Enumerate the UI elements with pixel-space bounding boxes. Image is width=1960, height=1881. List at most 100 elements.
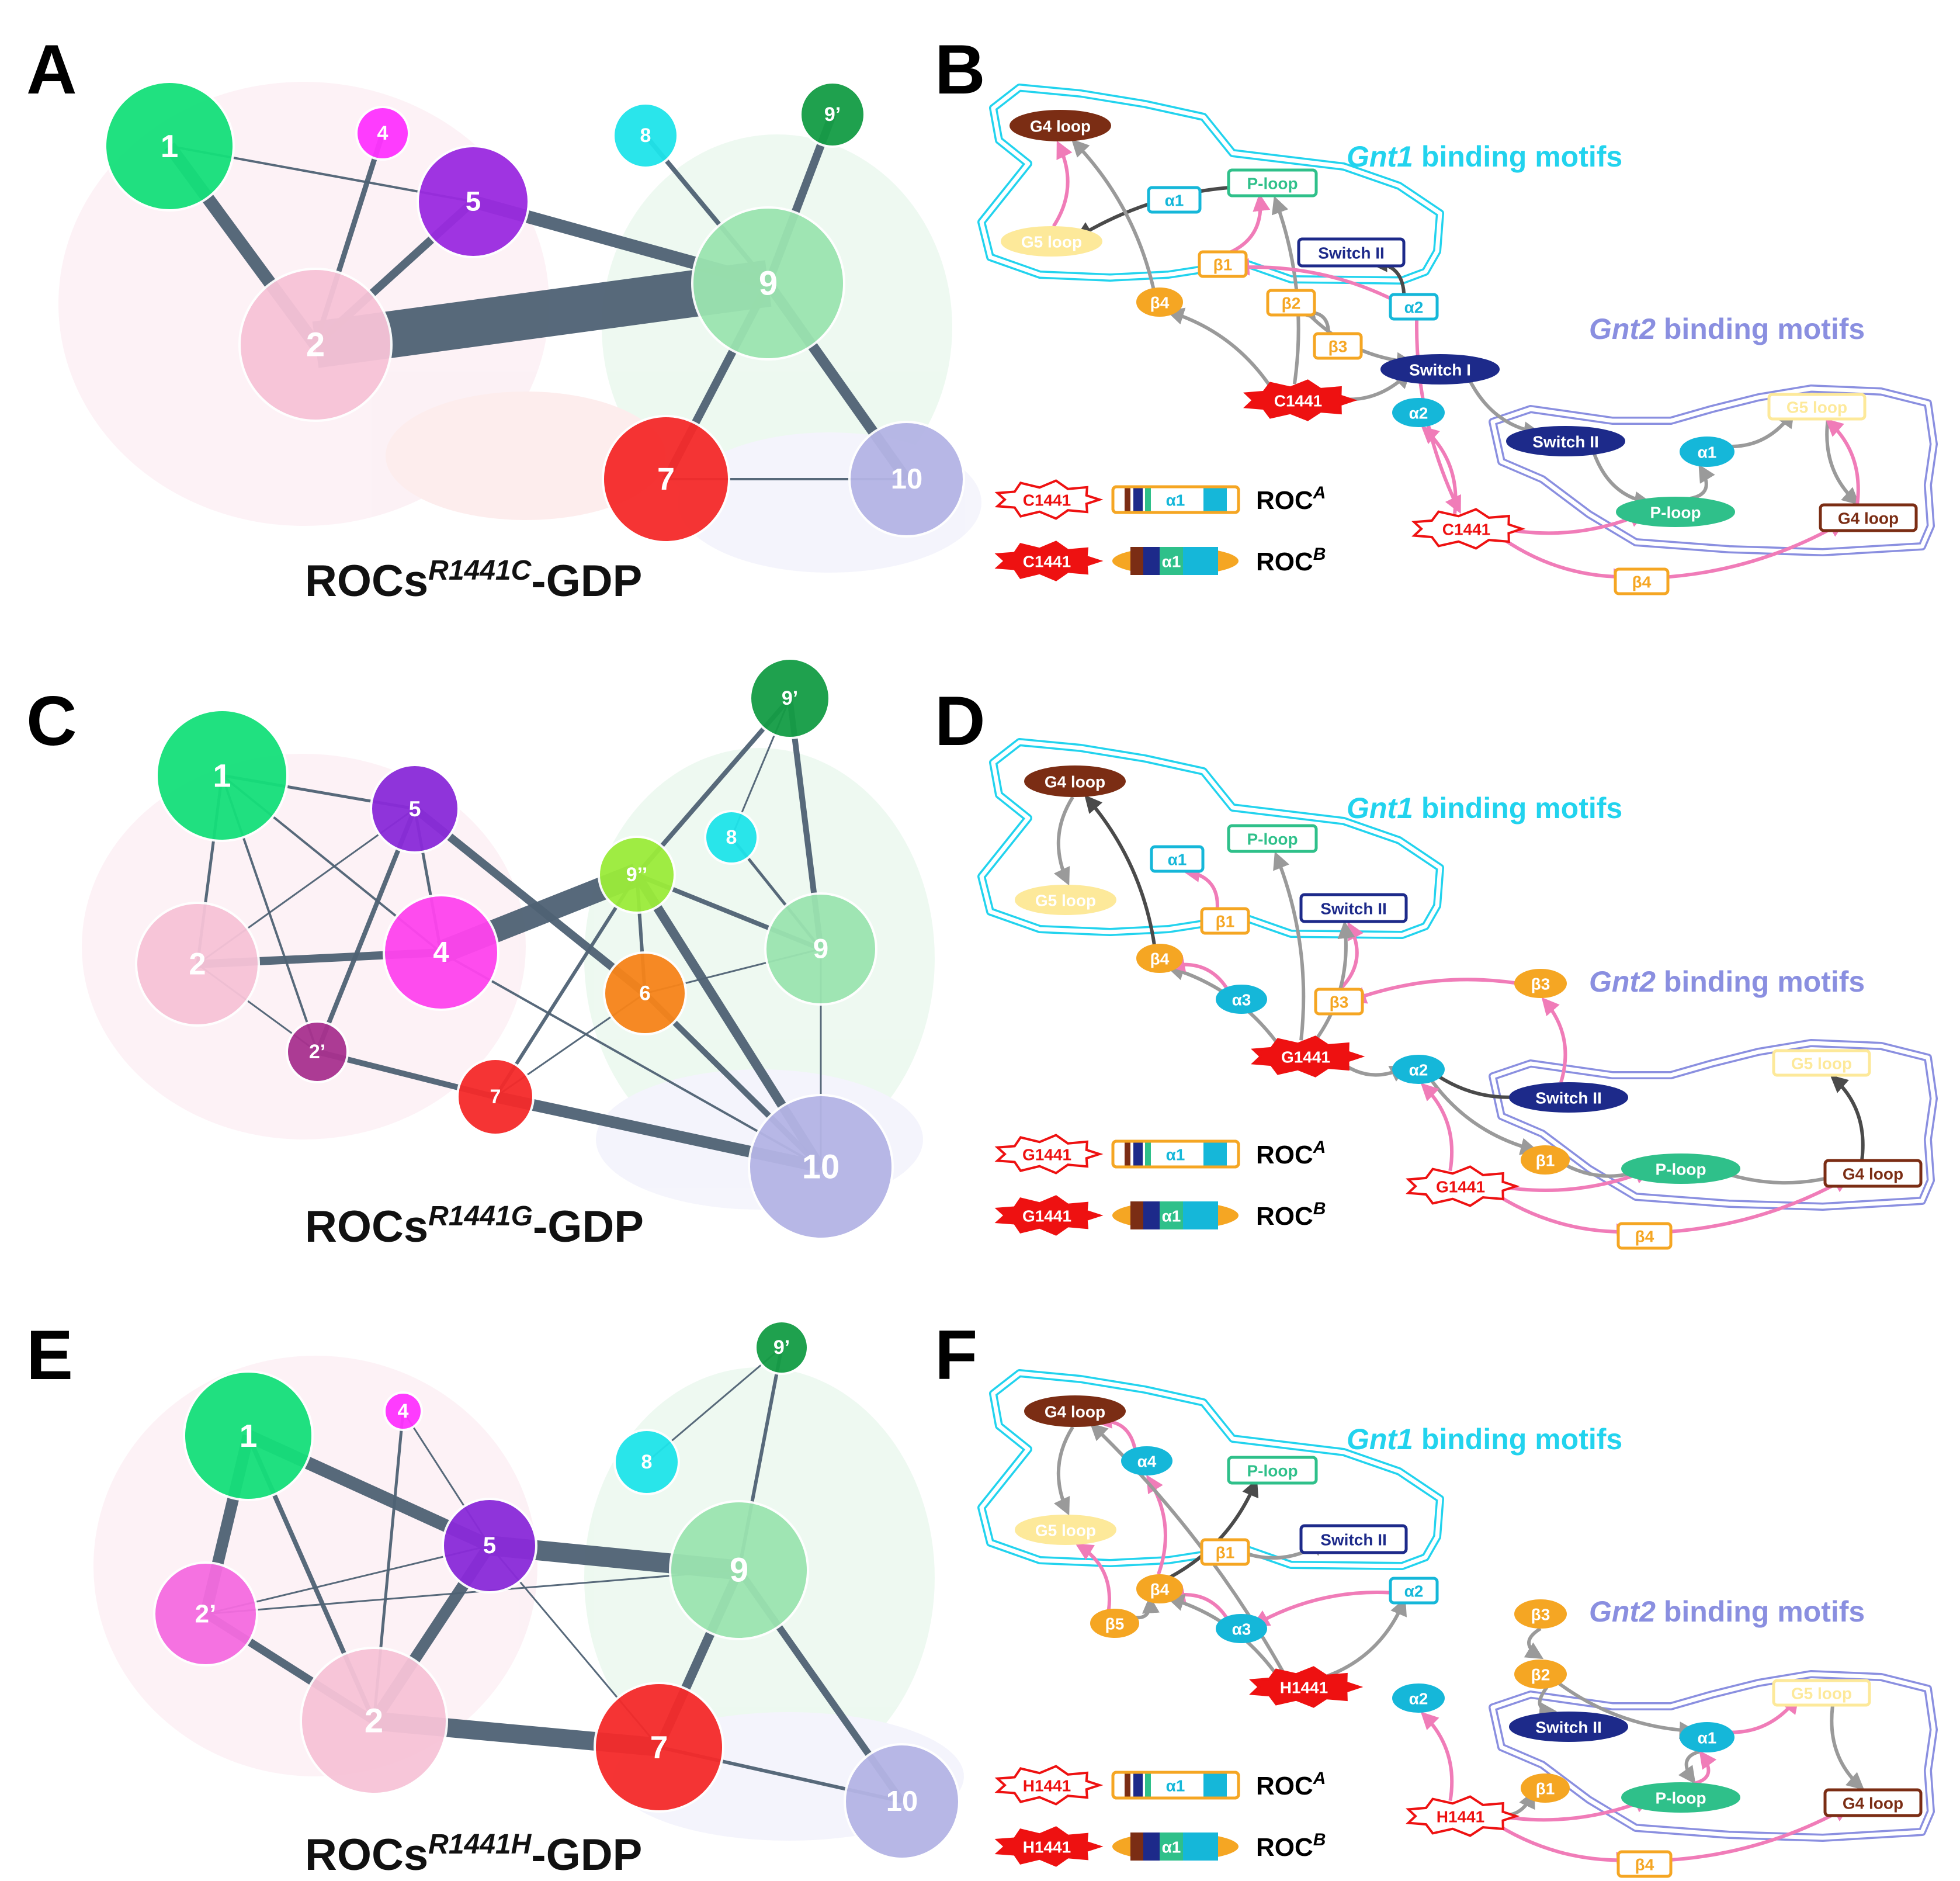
motif-element-label: P-loop [1247,1462,1298,1480]
legend-roc-b: ROCB [1256,545,1326,576]
motif-arrow [1166,307,1275,392]
legend-bar-a-seg [1125,487,1130,512]
gnt2-region-inner [1490,1672,1936,1840]
motif-ellipse [1090,1609,1139,1638]
motif-element: G4 loop [1823,1159,1923,1188]
motif-arrow [1658,1176,1851,1234]
residue-star [1251,1035,1365,1078]
network-node-circle [602,415,730,543]
motif-arrow [1420,1083,1453,1172]
legend-bar-a-seg [1203,1141,1227,1167]
residue-star [1243,379,1358,421]
network-node: 2 [300,1647,448,1795]
legend-bar-a [1111,1771,1240,1800]
motif-element-label: α3 [1232,1620,1251,1638]
network-node-label: 9 [759,265,778,303]
motif-element-label: β1 [1213,256,1233,274]
motif-element: C1441 [1411,508,1526,550]
residue-star [1406,1795,1520,1837]
legend-roc-a: ROCA [1256,1769,1326,1800]
network-node: 4 [383,1391,423,1431]
motif-element-label: G4 loop [1843,1795,1903,1813]
motif-arrow [1489,1189,1635,1241]
motif-arrow [1251,1591,1402,1627]
legend-residue-b: G1441 [1022,1207,1071,1225]
network-node-circle [848,421,965,538]
network-node-label: 7 [650,1729,668,1765]
network-node-label: 5 [483,1533,496,1558]
gnt2-region-inner [1490,386,1936,555]
gnt1-italic-d: Gnt1 [1347,792,1413,825]
motif-arrow [1825,418,1860,505]
legend-bar-b [1112,547,1239,575]
motif-element-label: G4 loop [1030,117,1091,136]
network-node-circle [613,1429,680,1495]
legend-inner-a: α1 [1166,491,1185,510]
network-node: 8 [704,810,759,865]
motif-element-label: α2 [1404,1582,1424,1601]
legend-bar-a-outline [1111,1139,1240,1169]
legend-bar-b [1112,1832,1239,1861]
motif-element: G1441 [1406,1165,1520,1207]
legend-bar-b [1112,1201,1239,1229]
motif-rect [1819,503,1918,532]
gnt2-italic-d: Gnt2 [1589,965,1656,998]
motif-element: α1 [1680,1722,1734,1752]
legend-bar-b-seg [1130,1201,1143,1229]
legend-bar-a-seg [1125,1141,1130,1167]
legend-residue-star-a [994,479,1104,520]
panel-a-title-sup: R1441C [428,555,532,586]
motif-element-label: α1 [1165,192,1184,210]
motif-arrow [1494,532,1632,586]
legend-inner-b: α1 [1162,553,1181,571]
gnt2-italic-f: Gnt2 [1589,1595,1656,1628]
motif-element-label: C1441 [1442,521,1491,539]
motif-element-label: G4 loop [1045,773,1105,791]
motif-element: β1 [1521,1773,1570,1803]
network-node: 1 [183,1370,314,1501]
motif-ellipse [1015,885,1116,915]
motif-element-label: P-loop [1247,830,1298,848]
motif-rect [1200,907,1250,935]
motif-element-label: β2 [1282,295,1301,313]
motif-ellipse [1392,1055,1445,1084]
legend-bar-b-seg [1143,1201,1160,1229]
legend-inner-b: α1 [1162,1207,1181,1225]
panel-a-title-suffix: -GDP [531,556,642,606]
legend-roc-b: ROCB [1256,1830,1326,1862]
motif-element-label: β4 [1150,1581,1170,1599]
gnt1-italic-b: Gnt1 [1347,140,1413,173]
network-node-label: 9’ [773,1336,790,1359]
network-node-label: 5 [466,186,481,217]
network-node-label: 7 [490,1086,501,1108]
legend-bar-b-seg [1130,1832,1143,1861]
motif-rect [1299,893,1408,923]
residue-star [1406,1165,1520,1207]
panel-c-title-main: ROCs [305,1202,428,1252]
legend-bar-b-seg [1183,1201,1218,1229]
legend-bar-b-seg [1130,547,1143,575]
legend-bar-a-seg [1133,1772,1143,1798]
gnt2-label-b: binding motifs [1664,313,1865,345]
motif-rect [1314,988,1364,1016]
network-node-circle [153,1561,258,1667]
motif-element-label: α1 [1698,1729,1717,1747]
motif-arrow [1420,1712,1454,1802]
network-node-label: 1 [240,1418,258,1454]
motif-element-label: β4 [1150,294,1170,312]
motif-arrow [1693,1750,1717,1786]
legend-bar-b-seg [1160,1832,1183,1861]
legend-bar-a-seg [1145,1141,1151,1167]
network-node-circle [135,902,260,1027]
motif-ellipse [1680,1722,1734,1752]
motif-element-label: α1 [1698,444,1717,462]
network-node-circle [370,764,460,854]
motif-element: β1 [1200,907,1250,935]
network-node: 4 [355,106,410,161]
network-node: 7 [594,1682,724,1813]
motif-rect [1772,1679,1871,1707]
network-node-circle [383,1391,423,1431]
